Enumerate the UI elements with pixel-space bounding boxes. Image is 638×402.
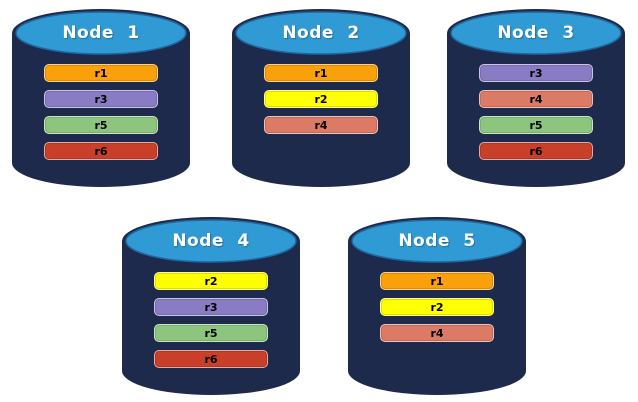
replica-label: r5 — [94, 118, 108, 132]
replica-bar-r5: r5 — [479, 116, 593, 134]
replica-bar-r4: r4 — [479, 90, 593, 108]
replica-list: r1 r2 r4 — [264, 64, 378, 134]
replica-bar-r3: r3 — [44, 90, 158, 108]
replica-bar-r6: r6 — [44, 142, 158, 160]
replica-bar-r1: r1 — [264, 64, 378, 82]
node-title: Node 2 — [282, 23, 360, 43]
replica-bar-r6: r6 — [479, 142, 593, 160]
replica-label: r4 — [529, 92, 543, 106]
replica-bar-r1: r1 — [380, 272, 494, 290]
node-cylinder-3: Node 3 r3 r4 r5 r6 — [446, 8, 626, 188]
node-title: Node 5 — [398, 231, 476, 251]
replica-label: r6 — [204, 352, 218, 366]
replica-label: r4 — [314, 118, 328, 132]
replica-label: r1 — [314, 66, 328, 80]
replica-bar-r2: r2 — [154, 272, 268, 290]
replica-bar-r5: r5 — [154, 324, 268, 342]
replica-bar-r6: r6 — [154, 350, 268, 368]
replica-bar-r2: r2 — [380, 298, 494, 316]
replica-list: r2 r3 r5 r6 — [154, 272, 268, 368]
replica-label: r1 — [430, 274, 444, 288]
cylinder-top — [15, 11, 187, 55]
cylinder-top — [125, 219, 297, 263]
replica-label: r6 — [529, 144, 543, 158]
replica-bar-r3: r3 — [154, 298, 268, 316]
replica-label: r2 — [430, 300, 444, 314]
node-title: Node 1 — [62, 23, 140, 43]
replica-list: r1 r3 r5 r6 — [44, 64, 158, 160]
replica-bar-r5: r5 — [44, 116, 158, 134]
replica-list: r1 r2 r4 — [380, 272, 494, 342]
node-title: Node 4 — [172, 231, 250, 251]
replica-label: r5 — [529, 118, 543, 132]
node-cylinder-5: Node 5 r1 r2 r4 — [347, 216, 527, 396]
replica-bar-r4: r4 — [380, 324, 494, 342]
cylinder-top — [235, 11, 407, 55]
replica-label: r2 — [204, 274, 218, 288]
replica-label: r6 — [94, 144, 108, 158]
node-cylinder-4: Node 4 r2 r3 r5 r6 — [121, 216, 301, 396]
replica-label: r1 — [94, 66, 108, 80]
replica-bar-r2: r2 — [264, 90, 378, 108]
replica-list: r3 r4 r5 r6 — [479, 64, 593, 160]
replica-label: r2 — [314, 92, 328, 106]
node-cylinder-2: Node 2 r1 r2 r4 — [231, 8, 411, 188]
replica-label: r3 — [94, 92, 108, 106]
replica-label: r4 — [430, 326, 444, 340]
replica-label: r3 — [529, 66, 543, 80]
cylinder-top — [351, 219, 523, 263]
replica-bar-r4: r4 — [264, 116, 378, 134]
cylinder-top — [450, 11, 622, 55]
replica-label: r3 — [204, 300, 218, 314]
replica-bar-r3: r3 — [479, 64, 593, 82]
node-title: Node 3 — [497, 23, 575, 43]
replica-bar-r1: r1 — [44, 64, 158, 82]
node-cylinder-1: Node 1 r1 r3 r5 r6 — [11, 8, 191, 188]
replica-label: r5 — [204, 326, 218, 340]
